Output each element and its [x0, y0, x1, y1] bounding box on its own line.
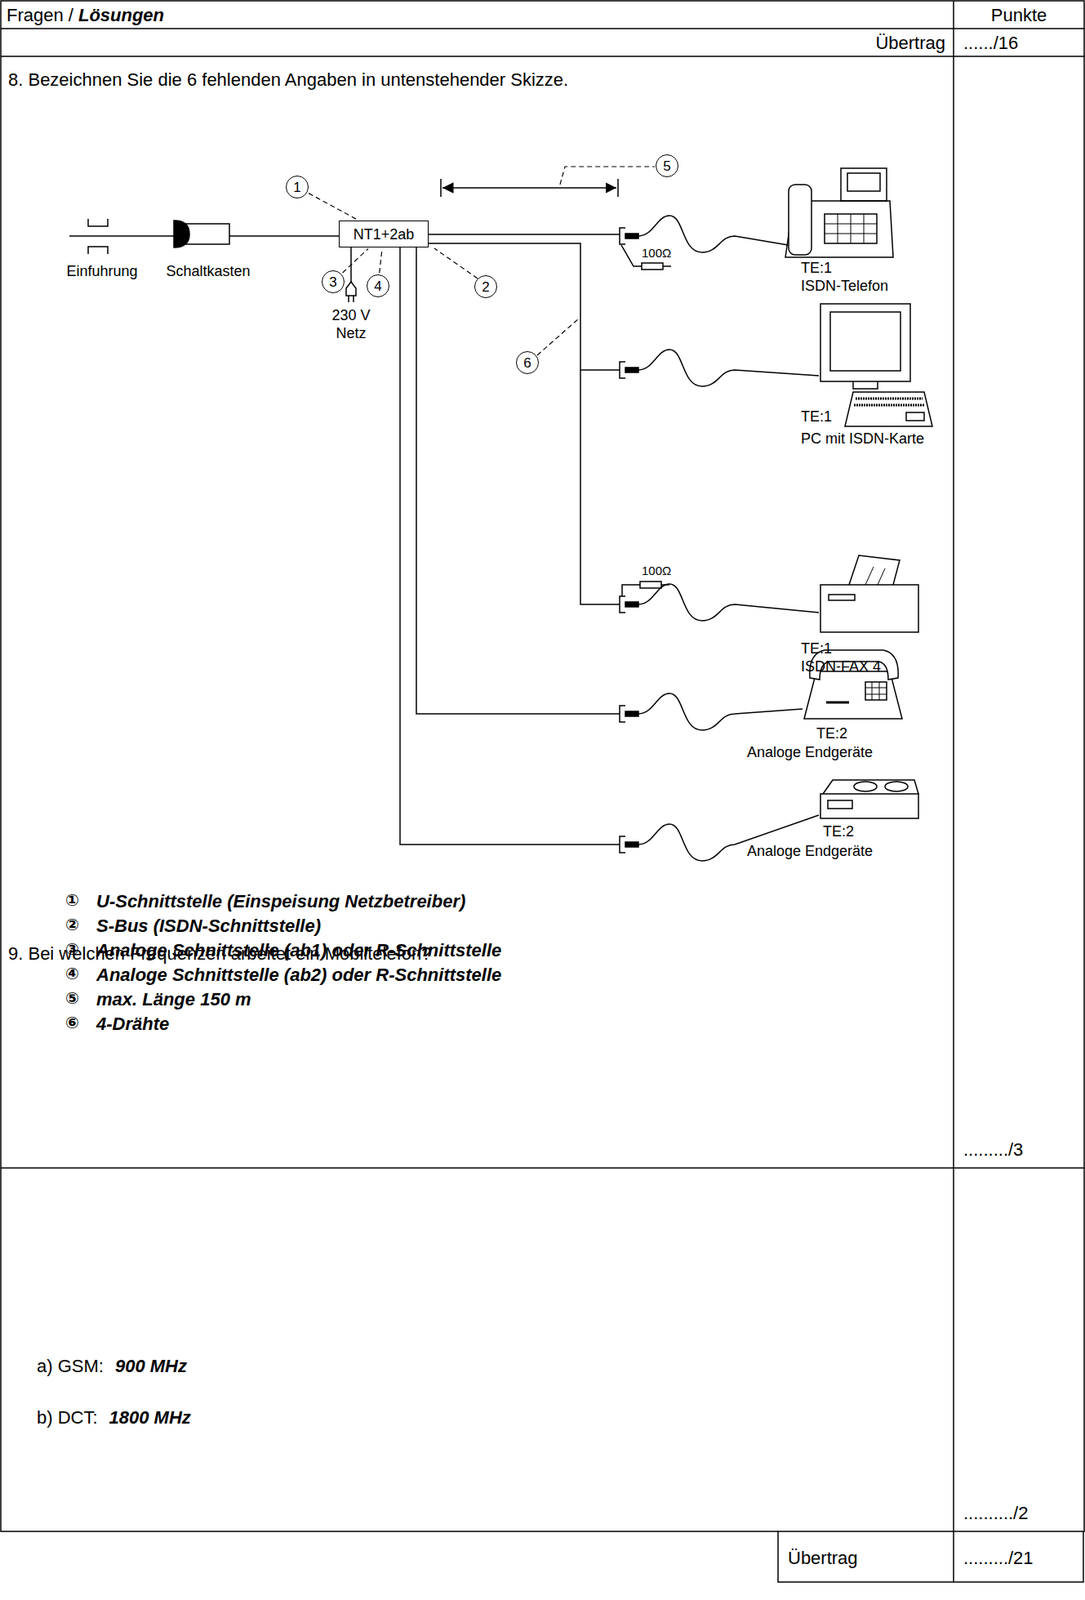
terminal-label: TE:2	[822, 822, 854, 841]
socket-stroke	[619, 595, 626, 613]
callout-number: 1	[285, 175, 309, 199]
terminal-label: TE:1	[800, 259, 832, 277]
resistor-value: 100Ω	[641, 245, 672, 260]
answer-number: ⑤	[65, 988, 80, 1008]
pc-with-isdn-card	[820, 303, 933, 427]
answer-text: U-Schnittstelle (Einspeisung Netzbetreib…	[96, 890, 466, 912]
answer-number: ②	[65, 915, 80, 934]
diagram-label: Einfuhrung	[66, 262, 138, 281]
resistor-symbols	[621, 244, 672, 596]
answer-text: 4-Drähte	[96, 1013, 169, 1034]
points-field: ........./21	[963, 1547, 1034, 1568]
header-text: Fragen /	[6, 4, 74, 26]
answer-number: ⑥	[65, 1013, 80, 1032]
answer-text: max. Länge 150 m	[96, 988, 252, 1010]
answering-machine	[820, 779, 919, 819]
answer-text: 1800 MHz	[109, 1406, 192, 1428]
answer-number: ①	[65, 890, 80, 910]
terminal-label: TE:1	[800, 640, 832, 658]
header-text: Lösungen	[78, 4, 165, 26]
terminal-label: TE:2	[816, 724, 848, 743]
socket-stroke	[625, 367, 639, 373]
socket-stroke	[625, 601, 639, 607]
answer-number: ④	[65, 964, 80, 983]
callout-text: 4	[373, 279, 382, 294]
diagram-label: Schaltkasten	[165, 262, 250, 281]
terminal-label: ISDN-FAX 4	[800, 658, 881, 676]
socket-stroke	[619, 361, 626, 378]
socket-stroke	[625, 711, 639, 716]
callout-text: 6	[523, 355, 531, 370]
nt1-box: NT1+2ab	[338, 220, 429, 248]
socket-stroke	[638, 349, 819, 387]
carry-over-label: Übertrag	[875, 32, 946, 54]
box-text: NT1+2ab	[353, 226, 415, 242]
points-field: ....../16	[963, 32, 1019, 54]
header-text: Punkte	[991, 4, 1048, 26]
socket-stroke	[625, 233, 639, 239]
leader-line	[342, 248, 369, 273]
callout-number: 4	[366, 274, 390, 298]
answer-text: S-Bus (ISDN-Schnittstelle)	[96, 915, 321, 936]
callout-text: 5	[662, 159, 671, 174]
points-field: ........../2	[963, 1502, 1028, 1523]
points-field: ........./3	[963, 1138, 1023, 1160]
socket-stroke	[619, 705, 626, 722]
callout-text: 1	[293, 180, 301, 195]
terminal-label: ISDN-Telefon	[800, 277, 889, 295]
socket-stroke	[625, 841, 639, 847]
socket-stroke	[638, 693, 803, 730]
isdn-telephone	[785, 168, 894, 258]
callout-number: 3	[321, 270, 345, 294]
wiring	[69, 218, 620, 845]
diagram-label: Netz	[335, 324, 366, 343]
callout-number: 6	[515, 351, 539, 374]
leader-line	[308, 193, 358, 220]
carry-over-label: Übertrag	[787, 1547, 859, 1568]
diagram-label: 230 V	[331, 306, 370, 325]
question-text: b) DCT:	[36, 1406, 98, 1428]
socket-stroke	[619, 835, 626, 853]
callout-number: 2	[474, 275, 498, 298]
answer-text: 900 MHz	[115, 1355, 187, 1376]
terminal-label: PC mit ISDN-Karte	[800, 430, 925, 448]
answer-text: Analoge Schnittstelle (ab2) oder R-Schni…	[96, 964, 502, 985]
terminal-label: Analoge Endgeräte	[747, 743, 873, 761]
leader-lines	[434, 166, 655, 356]
question-text: 9. Bei welchen Frequenzen arbeitet ein M…	[8, 942, 432, 964]
terminal-label: Analoge Endgeräte	[747, 842, 873, 860]
sockets-and-cables	[619, 215, 819, 861]
callout-text: 2	[481, 280, 490, 294]
isdn-fax	[820, 555, 919, 632]
length-dimension	[440, 178, 619, 197]
question-text: 8. Bezeichnen Sie die 6 fehlenden Angabe…	[8, 69, 569, 90]
question-text: a) GSM:	[36, 1355, 104, 1376]
socket-stroke	[619, 227, 626, 245]
leader-line	[379, 249, 383, 273]
callout-text: 3	[329, 275, 337, 290]
terminal-label: TE:1	[800, 408, 832, 426]
socket-stroke	[638, 583, 819, 621]
callout-number: 5	[655, 154, 679, 178]
resistor-value: 100Ω	[641, 563, 672, 578]
